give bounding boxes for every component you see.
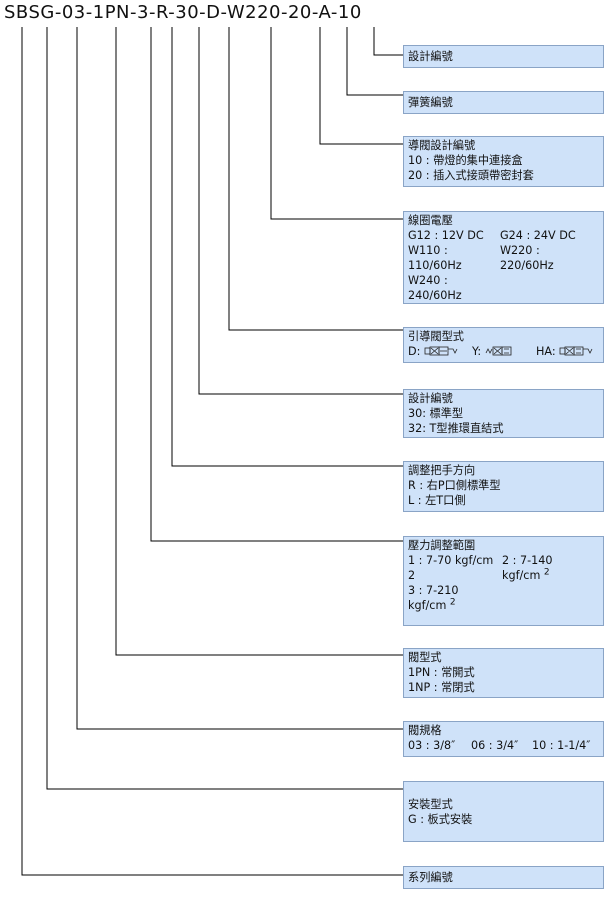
voltage-w110-value: 110/60Hz [408, 259, 462, 272]
box-pilot-design-no: 導閥設計編號 10 : 帶燈的集中連接盒 20 : 插入式接頭帶密封套 [403, 136, 604, 187]
pressure-range-2-value: 2 : 7-140 [502, 554, 553, 567]
code-separator: - [85, 2, 93, 23]
code-size: 03 [61, 2, 86, 23]
leader-handle-direction [171, 27, 403, 467]
size-03: 03 : 3/8″ [408, 739, 456, 752]
voltage-w220-value: 220/60Hz [500, 259, 554, 272]
pressure-range-3-unit: kgf/cm 2 [408, 598, 502, 613]
pressure-range-1-superscript: 2 [408, 569, 416, 582]
code-voltage: W220 [226, 2, 281, 23]
box-series-no: 系列編號 [403, 866, 604, 889]
solenoid-symbol-icon [424, 346, 458, 356]
leader-pressure-range [150, 27, 403, 542]
leader-coil-voltage [270, 27, 403, 220]
unit-label: kgf/cm [502, 569, 541, 582]
box-line: L : 左T口側 [408, 494, 466, 507]
box-line: 1NP : 常閉式 [408, 681, 475, 694]
box-valve-type: 閥型式 1PN : 常開式 1NP : 常閉式 [403, 648, 604, 698]
code-separator: - [148, 2, 156, 23]
voltage-w110-code: W110 : [408, 244, 448, 257]
box-line: G : 板式安裝 [408, 813, 473, 826]
code-design: 30 [175, 2, 200, 23]
box-line: 10 : 帶燈的集中連接盒 [408, 154, 523, 167]
code-separator: - [199, 2, 207, 23]
leader-spring-no [346, 27, 403, 96]
pilot-type-d: D: [408, 344, 472, 359]
size-06: 06 : 3/4″ [471, 739, 519, 752]
pilot-type-ha: HA: [536, 344, 603, 359]
pressure-range-1: 1 : 7-70 kgf/cm [408, 554, 494, 567]
box-title: 系列編號 [408, 871, 453, 884]
code-separator: - [311, 2, 319, 23]
box-title: 設計編號 [408, 392, 453, 405]
leader-pilot-valve-type [228, 27, 403, 331]
box-line: R : 右P口側標準型 [408, 479, 501, 492]
pilot-type-y: Y: [472, 344, 536, 359]
code-separator: - [280, 2, 288, 23]
unit-label: kgf/cm [408, 599, 447, 612]
pilot-type-y-label: Y: [472, 345, 482, 358]
box-title: 設計編號 [408, 50, 453, 63]
model-code: SBSG-03-1PN-3-R-30-D-W220-20-A-10 [4, 2, 362, 26]
box-line: 1PN : 常開式 [408, 666, 475, 679]
code-series: SBSG [4, 2, 55, 23]
code-pressure: 3 [137, 2, 149, 23]
code-separator: - [330, 2, 338, 23]
box-title: 導閥設計編號 [408, 139, 476, 152]
box-title: 彈簧編號 [408, 96, 453, 109]
box-spring-no: 彈簧編號 [403, 91, 604, 114]
voltage-g12: G12 : 12V DC [408, 229, 484, 242]
code-pilot-design: 20 [287, 2, 312, 23]
pilot-type-d-label: D: [408, 345, 421, 358]
box-title: 線圈電壓 [408, 214, 453, 227]
pilot-type-ha-label: HA: [536, 345, 556, 358]
code-pilot-type: D [206, 2, 221, 23]
code-separator: - [54, 2, 62, 23]
box-title: 閥規格 [408, 724, 442, 737]
leader-mount-type [46, 27, 403, 790]
code-design-no: 10 [337, 2, 362, 23]
pressure-range-2-unit: kgf/cm 2 [502, 568, 600, 583]
box-design-no-2: 設計編號 30: 標準型 32: T型推環直結式 [403, 389, 604, 438]
unit-superscript: 2 [449, 597, 456, 608]
leader-pilot-design-no [319, 27, 403, 145]
solenoid-symbol-icon [559, 346, 593, 356]
box-title: 安裝型式 [408, 798, 453, 811]
box-title: 壓力調整範圍 [408, 539, 476, 552]
leader-design-no-2 [198, 27, 403, 395]
leader-valve-size [76, 27, 403, 730]
leader-design-no [373, 27, 403, 56]
voltage-g24: G24 : 24V DC [500, 229, 576, 242]
code-separator: - [220, 2, 227, 23]
box-pilot-valve-type: 引導閥型式 D: Y: HA: [403, 327, 604, 363]
voltage-w240-code: W240 : [408, 274, 448, 287]
voltage-w240-value: 240/60Hz [408, 289, 462, 302]
code-spring: A [318, 2, 331, 23]
box-title: 調整把手方向 [408, 464, 476, 477]
box-valve-size: 閥規格 03 : 3/8″ 06 : 3/4″ 10 : 1-1/4″ [403, 721, 604, 757]
unit-superscript: 2 [543, 567, 550, 578]
solenoid-symbol-icon [485, 346, 512, 356]
code-separator: - [168, 2, 176, 23]
box-line: 30: 標準型 [408, 407, 464, 420]
box-title: 引導閥型式 [408, 330, 464, 343]
box-line: 20 : 插入式接頭帶密封套 [408, 169, 534, 182]
code-separator: - [130, 2, 138, 23]
voltage-w220-code: W220 : [500, 244, 540, 257]
leader-valve-type [115, 27, 403, 656]
leader-series-no [21, 27, 403, 876]
box-line: 32: T型推環直結式 [408, 422, 504, 435]
box-mount-type: 安裝型式 G : 板式安裝 [403, 781, 604, 842]
code-handle: R [155, 2, 169, 23]
box-design-no: 設計編號 [403, 45, 604, 68]
box-pressure-range: 壓力調整範圍 1 : 7-70 kgf/cm 2 : 7-140 2 kgf/c… [403, 536, 604, 626]
pressure-range-3-value: 3 : 7-210 [408, 584, 459, 597]
code-valve-type: 1PN [92, 2, 131, 23]
box-coil-voltage: 線圈電壓 G12 : 12V DC G24 : 24V DC W110 : W2… [403, 211, 604, 304]
box-handle-direction: 調整把手方向 R : 右P口側標準型 L : 左T口側 [403, 461, 604, 512]
size-10: 10 : 1-1/4″ [532, 739, 591, 752]
box-title: 閥型式 [408, 651, 442, 664]
